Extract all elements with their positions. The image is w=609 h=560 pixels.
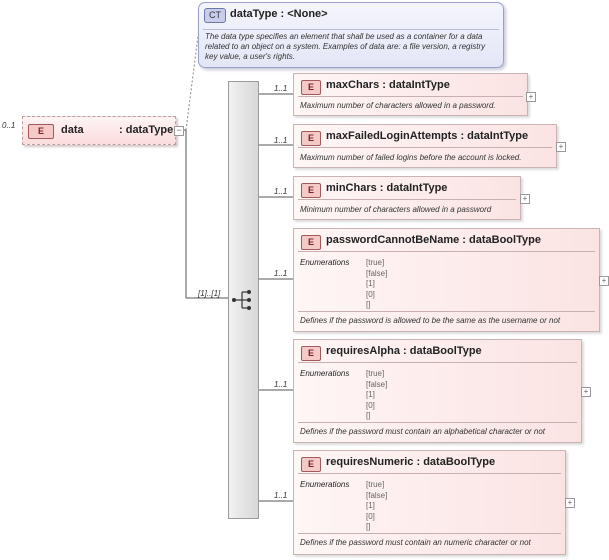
enumeration-value: [] [366,522,371,532]
enumeration-value: [true] [366,258,385,267]
enumerations-label: Enumerations [300,369,350,378]
divider [298,251,595,252]
enumeration-values: [true] [false] [1] [0] [] [366,258,387,311]
enumeration-value: [0] [366,511,375,521]
divider [298,533,561,534]
enumeration-value: [false] [366,268,388,278]
enumeration-value: [] [366,411,371,421]
element-multiplicity: 1..1 [274,491,288,500]
expand-toggle[interactable]: + [520,194,530,204]
expand-toggle[interactable]: + [556,142,566,152]
enumeration-values: [true] [false] [1] [0] [] [366,369,387,422]
root-element-type: : dataType [119,124,174,136]
expand-toggle[interactable]: + [565,498,575,508]
enumeration-value: [0] [366,400,375,410]
sequence-icon [232,290,251,310]
element-description: Defines if the password must contain an … [300,538,531,547]
expand-toggle[interactable]: + [526,92,536,102]
expand-toggle[interactable]: + [581,387,591,397]
enumeration-value: [] [366,300,371,310]
element-badge: E [301,80,321,95]
element-multiplicity: 1..1 [274,187,288,196]
element-minchars[interactable]: E minChars : dataIntType Minimum number … [293,176,521,220]
enumerations-label: Enumerations [300,258,350,267]
root-element-name: data [61,124,84,136]
element-title: maxChars : dataIntType [326,79,450,91]
divider [298,362,577,363]
enumeration-values: [true] [false] [1] [0] [] [366,480,387,533]
enumeration-value: [1] [366,390,375,400]
element-title: passwordCannotBeName : dataBoolType [326,234,541,246]
root-multiplicity: 0..1 [2,121,16,130]
element-description: Maximum number of failed logins before t… [300,153,522,162]
element-multiplicity: 1..1 [274,84,288,93]
element-requiresnumeric[interactable]: E requiresNumeric : dataBoolType Enumera… [293,450,566,555]
expand-toggle[interactable]: + [599,276,609,286]
sequence-compositor[interactable] [228,81,259,519]
root-element-data[interactable]: E data : dataType [22,116,176,145]
element-title: requiresNumeric : dataBoolType [326,456,496,468]
enumerations-label: Enumerations [300,480,350,489]
element-title: minChars : dataIntType [326,182,448,194]
sequence-multiplicity: [1]..[1] [198,289,221,298]
element-badge: E [28,124,54,139]
element-maxchars[interactable]: E maxChars : dataIntType Maximum number … [293,73,528,116]
element-description: Maximum number of characters allowed in … [300,101,496,110]
element-badge: E [301,183,321,198]
element-multiplicity: 1..1 [274,380,288,389]
collapse-toggle[interactable]: − [174,126,184,136]
enumeration-value: [false] [366,490,388,500]
element-badge: E [301,131,321,146]
element-passwordcannotbename[interactable]: E passwordCannotBeName : dataBoolType En… [293,228,600,332]
complex-type-box[interactable]: CT dataType : <None> The data type speci… [198,2,504,68]
divider [298,311,595,312]
element-maxfailedloginattempts[interactable]: E maxFailedLoginAttempts : dataIntType M… [293,124,557,168]
element-badge: E [301,457,321,472]
enumeration-value: [false] [366,379,388,389]
element-title: requiresAlpha : dataBoolType [326,345,482,357]
divider [298,422,577,423]
element-multiplicity: 1..1 [274,136,288,145]
enumeration-value: [1] [366,501,375,511]
divider [203,29,499,30]
enumeration-value: [true] [366,369,385,378]
element-description: Defines if the password is allowed to be… [300,316,561,325]
divider [298,147,552,148]
divider [298,96,523,97]
enumeration-value: [true] [366,480,385,489]
element-description: Defines if the password must contain an … [300,427,546,436]
element-badge: E [301,346,321,361]
enumeration-value: [0] [366,289,375,299]
element-multiplicity: 1..1 [274,269,288,278]
divider [298,199,516,200]
complex-type-title: dataType : <None> [230,8,328,20]
element-requiresalpha[interactable]: E requiresAlpha : dataBoolType Enumerati… [293,339,582,443]
enumeration-value: [1] [366,279,375,289]
element-badge: E [301,235,321,250]
element-title: maxFailedLoginAttempts : dataIntType [326,130,529,142]
complex-type-badge: CT [204,8,226,23]
complex-type-description: The data type specifies an element that … [205,32,486,61]
divider [298,473,561,474]
element-description: Minimum number of characters allowed in … [300,205,492,214]
